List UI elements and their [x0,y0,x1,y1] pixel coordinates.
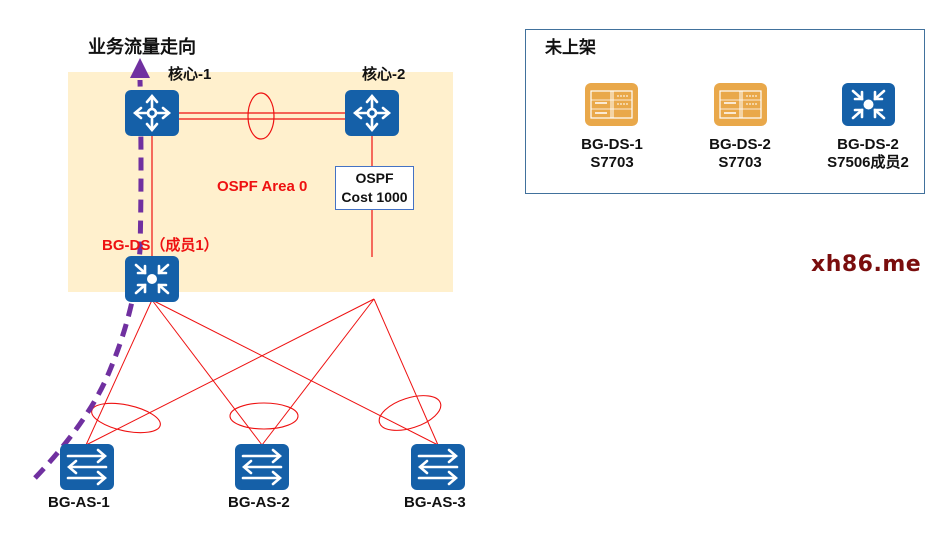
watermark: xh86.me [811,252,922,277]
traffic-arrowhead [130,58,150,78]
link-ds2-as3 [373,298,439,446]
ospf-cost-line2: Cost 1000 [341,189,408,205]
ospf-area-label: OSPF Area 0 [217,178,308,195]
unshelved-item-1-model: S7703 [590,154,634,171]
unshelved-item-3-core-switch[interactable] [842,83,895,126]
unshelved-item-2-label: BG-DS-2 S7703 [707,136,773,172]
core2-label: 核心-2 [362,66,406,83]
core2-router[interactable] [345,90,399,136]
unshelved-item-2-chassis[interactable] [714,83,767,126]
as2-access-switch[interactable] [235,444,289,490]
unshelved-item-3-name: BG-DS-2 [837,136,899,153]
unshelved-item-2-model: S7703 [718,154,762,171]
as3-access-switch[interactable] [411,444,465,490]
access-switch-icon [66,448,108,486]
link-ds-as2 [151,299,263,446]
trunk-ellipse-as3 [378,395,442,431]
access-switch-icon [417,448,459,486]
core-switch-icon [851,89,886,120]
ospf-cost-line1: OSPF [355,170,394,186]
ds-core-switch[interactable] [125,256,179,302]
trunk-ellipse-as1 [91,402,161,434]
core1-label: 核心-1 [168,66,212,83]
unshelved-title: 未上架 [545,38,596,57]
ds-label: BG-DS（成员1） [102,237,219,254]
as1-label: BG-AS-1 [48,494,110,511]
trunk-ellipse-as2 [229,402,299,430]
trunk-ellipse-core [247,92,275,140]
unshelved-item-3-label: BG-DS-2 S7506成员2 [818,136,918,172]
traffic-direction-label: 业务流量走向 [88,37,196,57]
link-ds2-as2 [261,298,375,446]
link-ds2-as1 [85,298,375,446]
unshelved-item-3-model: S7506成员2 [827,154,909,171]
as3-label: BG-AS-3 [404,494,466,511]
router-icon [132,93,172,133]
ospf-cost-box: OSPF Cost 1000 [335,166,414,210]
unshelved-panel: 未上架 BG-DS-1 S7703 B [525,29,925,194]
as2-label: BG-AS-2 [228,494,290,511]
core-switch-icon [134,263,170,295]
unshelved-item-1-label: BG-DS-1 S7703 [579,136,645,172]
core1-router[interactable] [125,90,179,136]
link-ds-as3 [151,299,439,446]
traffic-path [33,79,144,480]
unshelved-item-1-name: BG-DS-1 [581,136,643,153]
chassis-icon [719,90,762,119]
router-icon [352,93,392,133]
unshelved-item-2-name: BG-DS-2 [709,136,771,153]
unshelved-item-1-chassis[interactable] [585,83,638,126]
link-ds-as1 [85,299,153,446]
chassis-icon [590,90,633,119]
as1-access-switch[interactable] [60,444,114,490]
access-switch-icon [241,448,283,486]
